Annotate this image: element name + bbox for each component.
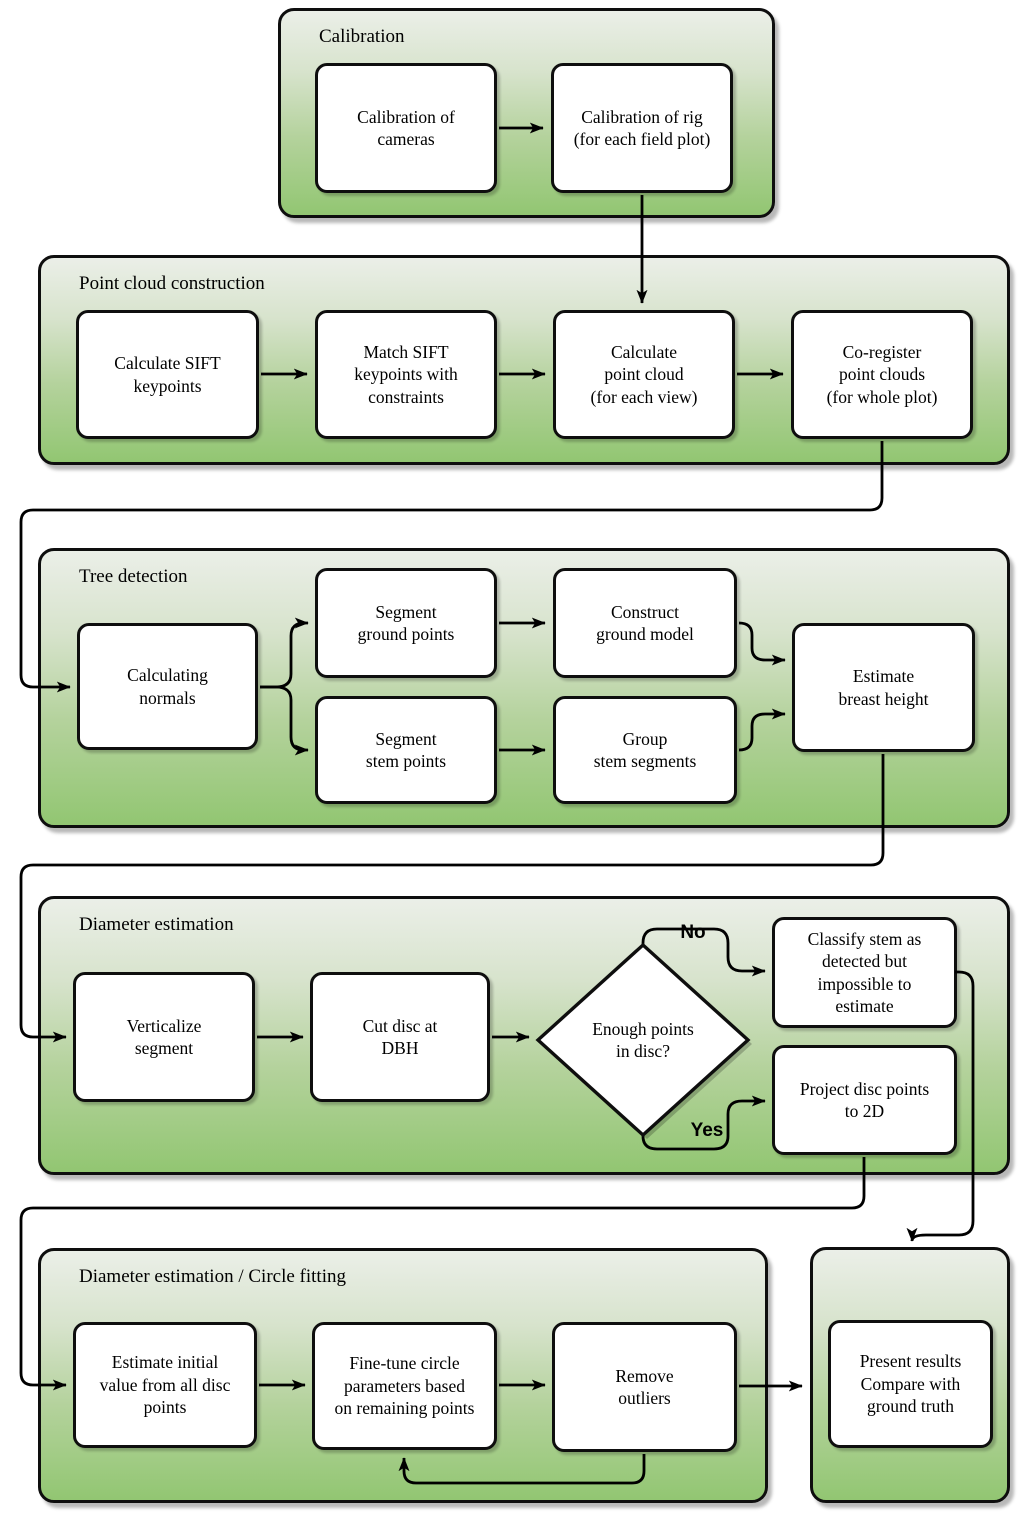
node-project-disc-points: Project disc points to 2D <box>772 1045 957 1155</box>
node-classify-stem: Classify stem as detected but impossible… <box>772 917 957 1028</box>
node-remove-outliers: Remove outliers <box>552 1322 737 1452</box>
node-coregister-point-clouds: Co-register point clouds (for whole plot… <box>791 310 973 439</box>
node-segment-stem-points: Segment stem points <box>315 696 497 804</box>
node-construct-ground-model: Construct ground model <box>553 568 737 678</box>
node-cut-disc-at-dbh: Cut disc at DBH <box>310 972 490 1102</box>
node-estimate-breast-height: Estimate breast height <box>792 623 975 752</box>
node-calibration-cameras: Calibration of cameras <box>315 63 497 193</box>
section-diameter-estimation-title: Diameter estimation <box>79 914 234 935</box>
node-fine-tune-circle: Fine-tune circle parameters based on rem… <box>312 1322 497 1450</box>
node-present-results: Present results Compare with ground trut… <box>828 1320 993 1448</box>
node-estimate-initial-value: Estimate initial value from all disc poi… <box>73 1322 257 1448</box>
node-calculating-normals: Calculating normals <box>77 623 258 750</box>
node-group-stem-segments: Group stem segments <box>553 696 737 804</box>
node-segment-ground-points: Segment ground points <box>315 568 497 678</box>
node-verticalize-segment: Verticalize segment <box>73 972 255 1102</box>
section-tree-detection-title: Tree detection <box>79 566 188 587</box>
section-calibration-title: Calibration <box>319 26 405 47</box>
section-circle-fitting-title: Diameter estimation / Circle fitting <box>79 1266 346 1287</box>
section-point-cloud-title: Point cloud construction <box>79 273 265 294</box>
node-match-sift-keypoints: Match SIFT keypoints with constraints <box>315 310 497 439</box>
node-calibration-rig: Calibration of rig (for each field plot) <box>551 63 733 193</box>
node-calculate-sift-keypoints: Calculate SIFT keypoints <box>76 310 259 439</box>
node-calculate-point-cloud: Calculate point cloud (for each view) <box>553 310 735 439</box>
